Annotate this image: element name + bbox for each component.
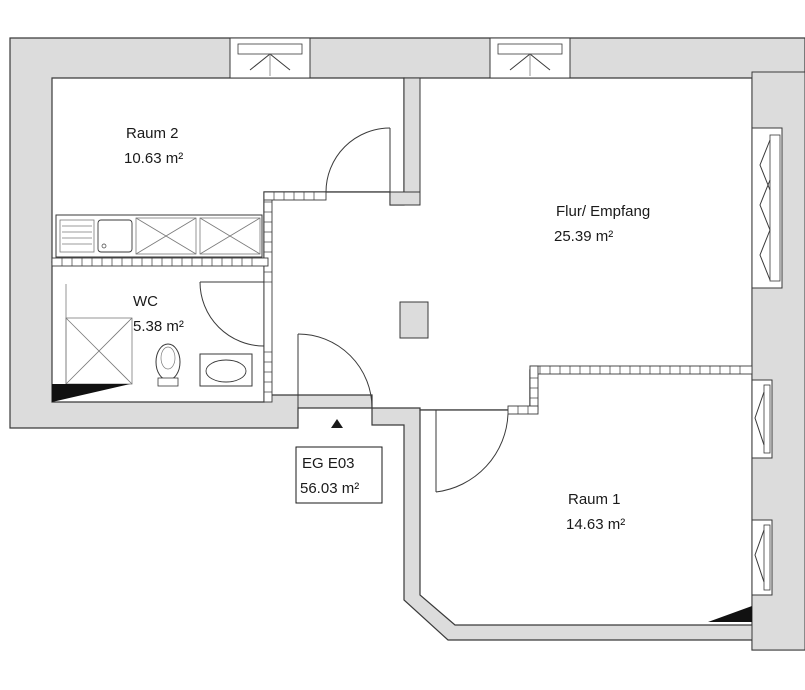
door-wc	[199, 281, 265, 347]
door-entrance	[297, 333, 373, 409]
unit-area: 56.03 m²	[300, 480, 359, 497]
room-name-wc: WC	[133, 293, 158, 310]
tile-ticks	[61, 192, 741, 414]
room-area-wc: 5.38 m²	[133, 318, 184, 335]
partition-wall-top	[403, 77, 421, 206]
tile-wall-horizontal-top	[263, 191, 327, 201]
room-name-raum-1: Raum 1	[568, 491, 621, 508]
tile-wall-wc-top	[51, 257, 269, 267]
window-right-2	[751, 379, 773, 459]
tile-wall-left-vertical	[263, 191, 273, 403]
shower	[65, 284, 133, 385]
toilet	[155, 343, 181, 387]
window-top-right	[489, 37, 571, 79]
unit-label-box	[295, 446, 383, 504]
door-raum-1	[435, 410, 509, 493]
room-area-raum-1: 14.63 m²	[566, 516, 625, 533]
door-raum-2	[325, 127, 391, 193]
shaft-wc	[52, 384, 130, 402]
unit-id: EG E03	[302, 455, 355, 472]
column	[399, 301, 429, 339]
room-name-raum-2: Raum 2	[126, 125, 179, 142]
window-right-3	[751, 519, 773, 596]
window-right-1	[751, 127, 783, 289]
room-name-flur: Flur/ Empfang	[556, 203, 650, 220]
window-top-left	[229, 37, 311, 79]
room-area-flur: 25.39 m²	[554, 228, 613, 245]
wash-basin	[199, 353, 253, 387]
shaft-raum-1	[708, 606, 752, 622]
wall-stub	[389, 191, 421, 206]
entrance-arrow	[331, 419, 343, 428]
kitchen-counter	[55, 214, 263, 258]
room-area-raum-2: 10.63 m²	[124, 150, 183, 167]
